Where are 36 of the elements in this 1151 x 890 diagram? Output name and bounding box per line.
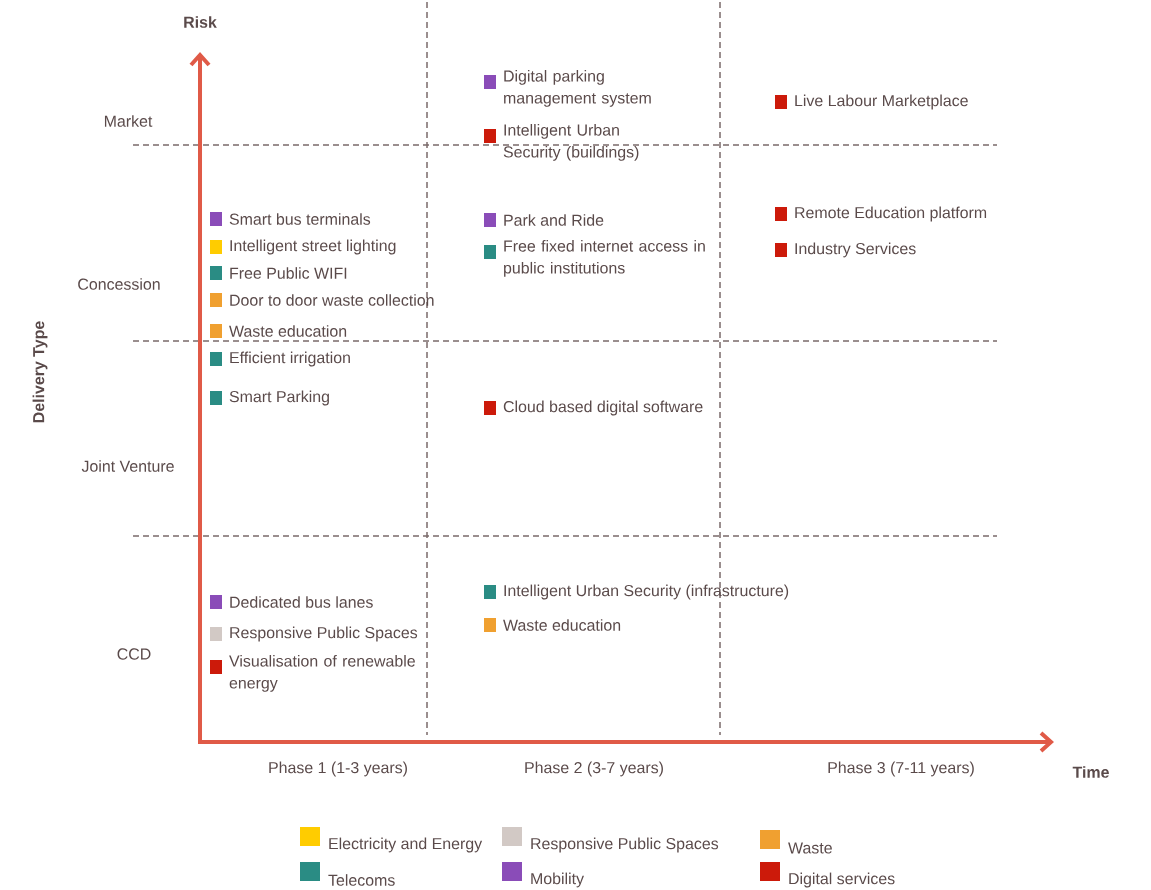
legend-text: Responsive Public Spaces (531, 837, 719, 853)
initiative-label: Free fixed internet access in public institutions (504, 240, 705, 277)
initiative-label: Visualisation of renewable energy (229, 655, 415, 692)
legend-text: Electricity and Energy (329, 837, 483, 853)
initiative-label: Responsive Public Spaces (230, 626, 418, 642)
initiative-label: Waste education (229, 325, 347, 337)
initiative-label: Dedicated bus lanes (230, 596, 373, 608)
initiative-label: Remote Education platform (795, 206, 987, 222)
column-label: Phase 3 (7-11 years) (828, 761, 974, 777)
row-label: CCD (117, 648, 151, 660)
column-label: Phase 2 (3-7 years) (525, 761, 663, 777)
row-label: Concession (78, 278, 160, 290)
axis-title: Risk (184, 16, 217, 28)
initiative-label: Waste education (503, 619, 621, 631)
initiative-label: Free Public WIFI (230, 267, 347, 279)
legend-text: Mobility (531, 872, 584, 888)
initiative-label: Intelligent Urban Security (infrastructure) (504, 584, 789, 600)
initiative-label: Efficient irrigation (230, 351, 350, 367)
legend-text: Waste (788, 842, 832, 854)
axis-title: Delivery Type (32, 321, 48, 423)
legend-text: Digital services (789, 872, 895, 888)
initiative-label: Cloud based digital software (503, 400, 703, 416)
initiative-label: Intelligent Urban Security (buildings) (503, 124, 639, 161)
initiative-label: Intelligent street lighting (230, 239, 396, 255)
initiative-label: Industry Services (795, 242, 916, 258)
legend-text: Telecoms (328, 874, 395, 886)
initiative-label: Smart Parking (229, 390, 329, 406)
initiative-label: Park and Ride (504, 214, 604, 226)
axis-title: Time (1072, 766, 1109, 778)
row-label: Market (104, 115, 153, 127)
initiative-label: Smart bus terminals (229, 213, 371, 225)
row-label: Joint Venture (81, 460, 174, 472)
column-label: Phase 1 (1-3 years) (269, 761, 407, 777)
initiative-label: Digital parking management system (504, 70, 651, 107)
initiative-label: Live Labour Marketplace (795, 94, 968, 110)
initiative-label: Door to door waste collection (230, 294, 434, 306)
